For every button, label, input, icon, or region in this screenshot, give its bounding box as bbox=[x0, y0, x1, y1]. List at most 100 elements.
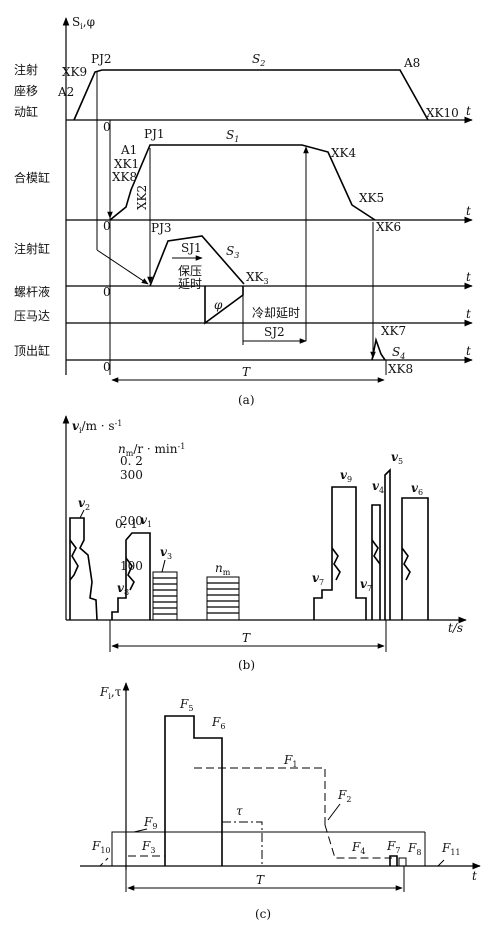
block-v2 bbox=[69, 517, 98, 621]
panel-c: Fi,τ F5 F6 F1 F2 F9 τ F10 F3 F4 F7 F8 bbox=[80, 682, 481, 921]
label-f6: F6 bbox=[211, 715, 225, 731]
row-name-inject-2: 座移 bbox=[14, 83, 38, 98]
label-f3: F3 bbox=[141, 839, 155, 855]
row1-curve bbox=[73, 69, 429, 121]
panel-b-x-label: t/s bbox=[448, 621, 463, 635]
label-s2: S2 bbox=[252, 52, 265, 68]
panel-c-y-label: Fi,τ bbox=[99, 685, 122, 701]
label-s1: S1 bbox=[226, 128, 239, 144]
label-xk8: XK8 bbox=[112, 170, 137, 184]
block-nm-hatch bbox=[207, 582, 239, 614]
row5-t-label: t bbox=[466, 344, 471, 358]
panel-a: Si,φ 注射 座移 动缸 合模缸 注射缸 螺杆液 压马达 顶出缸 t XK9 … bbox=[14, 15, 473, 407]
label-v9: v9 bbox=[340, 468, 352, 484]
block-v5 bbox=[384, 468, 391, 620]
label-xk9: XK9 bbox=[62, 65, 87, 79]
label-v2: v2 bbox=[78, 496, 90, 512]
label-f2: F2 bbox=[337, 788, 351, 804]
tick-rpm-300: 300 bbox=[120, 468, 143, 482]
label-v4: v4 bbox=[372, 479, 384, 495]
block-v2-break bbox=[69, 539, 79, 581]
label-f9: F9 bbox=[143, 815, 157, 831]
label-nm: nm bbox=[215, 561, 231, 577]
line-tau bbox=[222, 821, 263, 866]
zero-2: 0 bbox=[103, 219, 111, 233]
block-v4 bbox=[371, 504, 381, 620]
row-name-inject-cyl: 注射缸 bbox=[14, 241, 50, 256]
label-a1: A1 bbox=[120, 143, 137, 157]
label-v1: v1 bbox=[140, 513, 152, 529]
label-sj1: SJ1 bbox=[181, 241, 202, 255]
tick-speed-0-1: 0. 1 bbox=[115, 517, 138, 531]
block-v9 bbox=[313, 486, 367, 620]
label-f7: F7 bbox=[386, 839, 400, 855]
row2-curve bbox=[109, 144, 376, 221]
pointer-f9 bbox=[133, 828, 148, 833]
label-xk2: XK2 bbox=[135, 185, 149, 210]
label-s3: S3 bbox=[226, 244, 239, 260]
label-v6: v6 bbox=[411, 481, 423, 497]
label-f4: F4 bbox=[351, 840, 365, 856]
label-a2: A2 bbox=[57, 85, 74, 99]
label-xk3: XK3 bbox=[246, 270, 269, 286]
label-a8: A8 bbox=[403, 56, 420, 70]
label-delay: 延时 bbox=[178, 277, 202, 291]
label-pj3: PJ3 bbox=[151, 221, 172, 235]
label-pj1: PJ1 bbox=[144, 127, 165, 141]
block-v9-break bbox=[331, 547, 341, 581]
label-f11: F11 bbox=[441, 841, 461, 857]
block-v3-hatch bbox=[153, 577, 177, 615]
label-tau: τ bbox=[236, 804, 243, 818]
row4-t-label: t bbox=[466, 307, 471, 321]
panel-b-rpm-label: nm/r · min-1 bbox=[118, 442, 185, 458]
row1-t-label: t bbox=[466, 104, 471, 118]
row5-curve bbox=[371, 337, 386, 361]
tick-rpm-200: 200 bbox=[120, 514, 143, 528]
period-b-label: T bbox=[242, 631, 251, 645]
block-f7 bbox=[389, 855, 398, 866]
link-pj2-to-inject bbox=[96, 249, 149, 285]
block-v4-break bbox=[371, 539, 381, 565]
zero-1: 0 bbox=[103, 120, 111, 134]
block-f8 bbox=[398, 857, 407, 866]
label-pj2: PJ2 bbox=[91, 52, 112, 66]
period-c-label: T bbox=[256, 873, 265, 887]
label-f10: F10 bbox=[91, 839, 111, 855]
panel-c-x-label: t bbox=[472, 869, 477, 883]
tick-speed-0-2: 0. 2 bbox=[120, 454, 143, 468]
label-xk5: XK5 bbox=[359, 191, 384, 205]
row-name-inject-1: 注射 bbox=[14, 62, 38, 77]
pointer-v3 bbox=[161, 559, 166, 573]
row-name-clamp: 合模缸 bbox=[14, 170, 50, 185]
label-xk6: XK6 bbox=[376, 220, 401, 234]
zero-5: 0 bbox=[103, 360, 111, 374]
panel-a-y-label: Si,φ bbox=[72, 15, 95, 31]
panel-b-y-label: vi/m · s-1 bbox=[72, 419, 122, 435]
row3-curve bbox=[149, 235, 245, 287]
row2-t-label: t bbox=[466, 204, 471, 218]
label-f1: F1 bbox=[283, 753, 297, 769]
label-v7a: v7 bbox=[312, 571, 324, 587]
label-f8: F8 bbox=[407, 841, 421, 857]
label-cooling-delay: 冷却延时 bbox=[252, 306, 300, 320]
label-sj2: SJ2 bbox=[264, 325, 285, 339]
row-name-inject-3: 动缸 bbox=[14, 104, 38, 119]
block-f5-f6 bbox=[164, 715, 223, 866]
label-f5: F5 bbox=[179, 697, 193, 713]
line-f11 bbox=[424, 832, 445, 867]
label-xk10: XK10 bbox=[426, 106, 459, 120]
row-name-screw-1: 螺杆液 bbox=[14, 284, 50, 299]
caption-b: (b) bbox=[238, 658, 255, 672]
block-v1 bbox=[111, 532, 151, 620]
row-name-ejector: 顶出缸 bbox=[14, 343, 50, 358]
label-v8: v8 bbox=[117, 581, 129, 597]
period-a-label: T bbox=[242, 365, 251, 379]
label-v5: v5 bbox=[391, 450, 403, 466]
line-f10 bbox=[84, 857, 109, 867]
label-phi: φ bbox=[214, 298, 223, 312]
block-v6-break bbox=[401, 547, 411, 581]
block-nm bbox=[206, 576, 240, 621]
row3-t-label: t bbox=[466, 270, 471, 284]
pointer-f2 bbox=[327, 803, 341, 821]
